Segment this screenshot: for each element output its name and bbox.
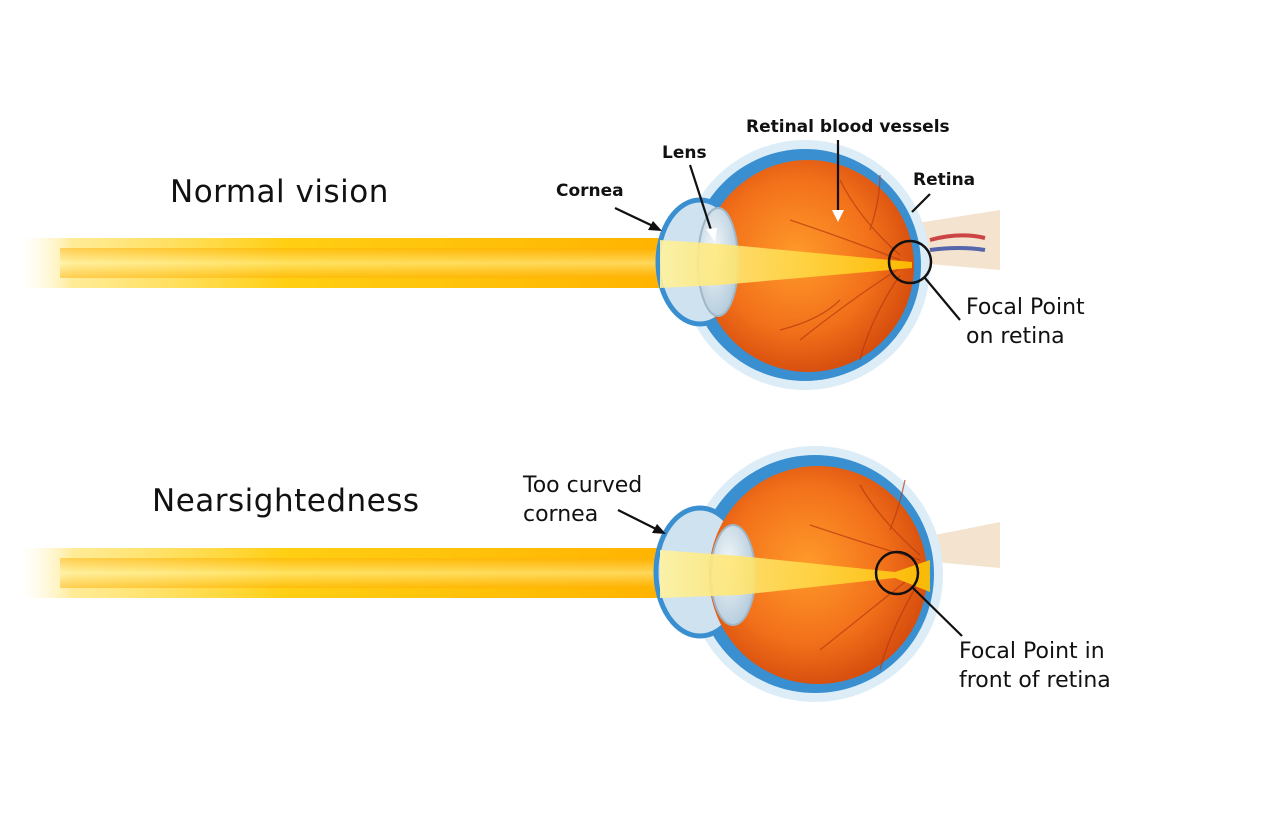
label-retina: Retina	[913, 170, 976, 190]
arrowheads-white	[706, 210, 844, 242]
focal-point-nearsighted-line1: Focal Point in	[959, 639, 1105, 664]
leader-lines	[617, 509, 963, 637]
focused-light	[660, 550, 930, 598]
focal-point-circle	[874, 550, 920, 596]
label-retinal-blood-vessels: Retinal blood vessels	[746, 117, 950, 137]
label-lens: Lens	[662, 143, 707, 163]
label-too-curved-cornea: Too curved cornea	[523, 471, 642, 529]
focal-point-normal-line2: on retina	[966, 324, 1065, 349]
panel-title-normal: Normal vision	[170, 174, 389, 210]
leader-lines	[614, 140, 961, 321]
nearsightedness-panel	[20, 446, 1000, 702]
optic-vessel	[929, 246, 986, 252]
too-curved-cornea-line1: Too curved	[523, 473, 643, 498]
focused-light	[660, 240, 912, 288]
arrowheads	[652, 524, 666, 534]
focal-point-normal-line1: Focal Point	[966, 295, 1085, 320]
panel-title-nearsightedness: Nearsightedness	[152, 483, 420, 519]
too-curved-cornea-line2: cornea	[523, 502, 599, 527]
normal-vision-panel	[20, 140, 1000, 390]
label-cornea: Cornea	[556, 181, 624, 201]
focal-point-circle	[887, 239, 933, 285]
optic-nerve	[935, 522, 1000, 568]
light-beam-core	[60, 248, 680, 278]
label-focal-point-nearsighted: Focal Point in front of retina	[959, 637, 1111, 695]
arrowheads	[648, 221, 662, 231]
optic-vessel	[929, 233, 986, 242]
light-beam-core	[60, 558, 680, 588]
label-focal-point-normal: Focal Point on retina	[966, 293, 1085, 351]
focal-point-nearsighted-line2: front of retina	[959, 668, 1111, 693]
